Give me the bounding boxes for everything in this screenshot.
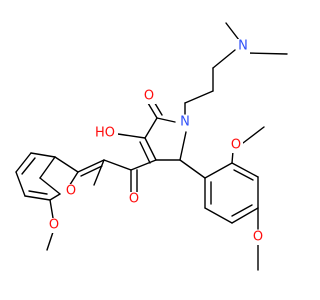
oxygen-atom: O <box>64 184 78 199</box>
atom-label-o-methoxy-4: O <box>253 230 263 245</box>
bond <box>80 165 103 177</box>
bond <box>184 90 214 104</box>
bond <box>246 52 288 55</box>
bond <box>156 117 176 123</box>
bond <box>24 195 51 201</box>
bond <box>28 190 48 195</box>
bond <box>30 152 56 158</box>
bond <box>179 131 187 161</box>
bond <box>49 193 61 201</box>
oxygen-atom: O <box>47 218 61 233</box>
bond <box>179 159 206 179</box>
atom-label-oh: HO <box>95 126 115 141</box>
molecule-structure: N O HO O O O O O <box>15 22 288 271</box>
bond <box>15 152 32 173</box>
hydroxyl-group: HO <box>92 126 118 141</box>
nitrogen-atom: N <box>178 115 192 130</box>
atom-label-o-carbonyl-ring: O <box>144 89 154 104</box>
bond <box>46 231 54 251</box>
bond <box>212 49 236 69</box>
bond <box>15 171 26 197</box>
bond <box>21 157 36 175</box>
bond <box>39 156 56 179</box>
bond <box>242 126 265 144</box>
bond <box>103 159 132 171</box>
atom-label-n-amine: N <box>238 39 248 54</box>
bond <box>144 117 158 139</box>
bond <box>54 156 79 173</box>
structure-canvas: N O HO O O O O O <box>15 22 288 271</box>
bond <box>130 159 157 171</box>
bond <box>49 199 54 219</box>
bond <box>225 22 240 41</box>
bond <box>77 159 105 173</box>
oxygen-atom: O <box>127 192 141 207</box>
bond <box>231 162 259 178</box>
bond <box>204 207 233 224</box>
atom-label-o-ketone: O <box>129 192 139 207</box>
oxygen-atom: O <box>229 138 243 153</box>
atom-labels: N O HO O O O O O <box>47 39 265 245</box>
bond <box>93 159 105 186</box>
bond <box>39 177 61 195</box>
atom-label-n-ring: N <box>180 115 190 130</box>
bond <box>147 102 158 119</box>
bond <box>231 204 253 217</box>
atom-label-o-methoxy-7: O <box>49 218 59 233</box>
bond <box>204 162 233 179</box>
nitrogen-atom: N <box>236 39 250 54</box>
bond <box>144 137 157 161</box>
bond <box>117 133 146 139</box>
bond <box>233 169 254 181</box>
oxygen-atom: O <box>142 89 156 104</box>
bond <box>231 207 259 224</box>
oxygen-atom: O <box>251 230 265 245</box>
atom-label-o-methoxy-2: O <box>231 138 241 153</box>
bond <box>139 141 151 164</box>
atom-label-o-furan: O <box>66 184 76 199</box>
